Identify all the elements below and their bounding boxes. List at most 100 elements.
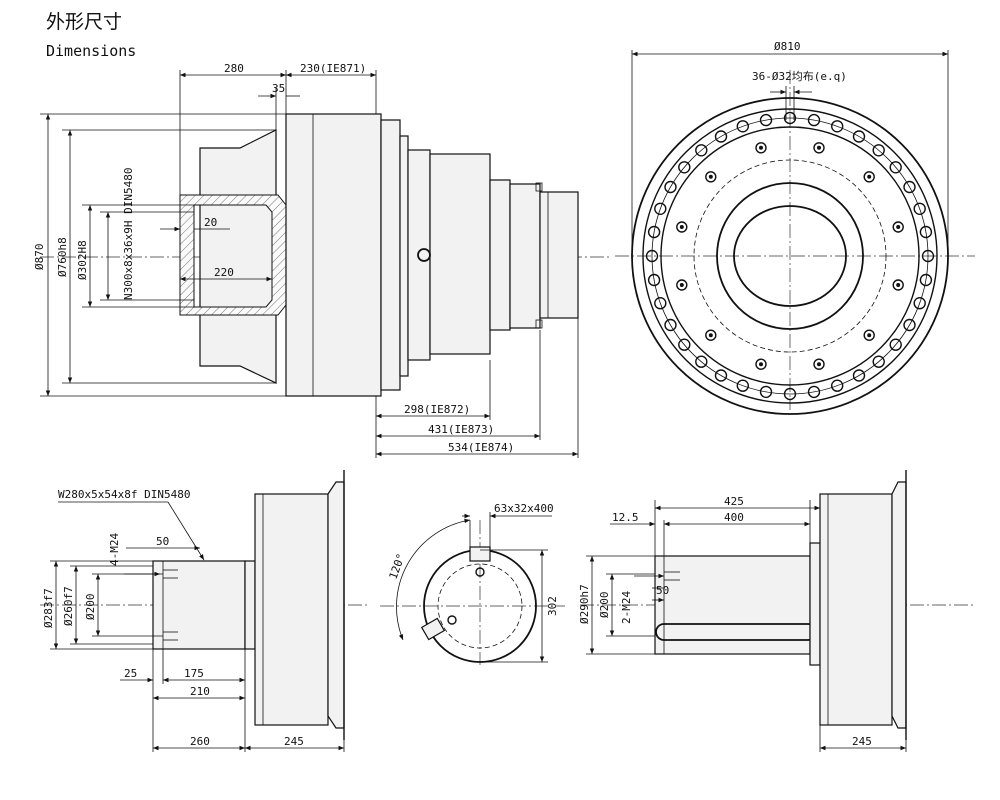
inner-bolt-hole-center	[817, 362, 821, 367]
inner-bolt-hole	[705, 171, 717, 183]
flange-bolt-hole	[807, 385, 821, 399]
inner-bolt-hole-center	[759, 145, 763, 150]
inner-bolt-hole-center	[679, 283, 684, 287]
flange-bolt-hole	[647, 273, 661, 287]
flange-bolt-hole	[807, 113, 821, 127]
inner-bolt-hole-center	[867, 174, 872, 179]
inner-bolt-hole	[676, 279, 688, 291]
dim-d260: Ø260f7	[62, 586, 75, 626]
thread-note-2m24: 2-M24	[620, 591, 633, 624]
dim-d290: Ø290h7	[578, 584, 591, 624]
flange-bolt-hole	[783, 111, 797, 125]
dim-20: 20	[204, 216, 217, 229]
hub-cone	[199, 129, 277, 384]
inner-bolt-hole	[892, 221, 904, 233]
dim-d200-spline: Ø200	[84, 594, 97, 621]
title-english: Dimensions	[46, 42, 136, 60]
bore-circle	[716, 182, 864, 330]
dim-50-keyed: 50	[656, 584, 669, 597]
inner-bolt-holes	[676, 142, 904, 370]
flange-bolt-holes	[645, 111, 935, 401]
dim-d283: Ø283f7	[42, 588, 55, 628]
inner-bolt-hole-center	[679, 225, 684, 229]
dim-d810: Ø810	[774, 40, 801, 53]
keyed-shaft	[654, 555, 811, 655]
flange-bolt-hole	[647, 225, 661, 239]
dim-230: 230(IE871)	[300, 62, 366, 75]
inner-bolt-hole-center	[817, 145, 821, 150]
side-view: 280 230(IE871) 35 Ø870 Ø760h8 Ø302H8 N30…	[33, 62, 610, 458]
spline-shaft	[152, 560, 246, 650]
outer-flange-circle	[631, 97, 949, 415]
inner-bolt-hole	[705, 329, 717, 341]
flange-bolt-hole	[872, 355, 885, 368]
inner-bolt-hole	[863, 171, 875, 183]
front-view: Ø810 36-Ø32均布(e.q)	[615, 40, 975, 415]
dim-245-spline: 245	[284, 735, 304, 748]
flange-bolt-hole	[678, 161, 691, 174]
dim-245-keyed: 245	[852, 735, 872, 748]
holes-note: 36-Ø32均布(e.q)	[752, 70, 847, 83]
dim-d870: Ø870	[33, 244, 46, 271]
spline-note-n300: N300x8x36x9H DIN5480	[122, 168, 135, 300]
inner-bolt-hole	[676, 221, 688, 233]
flange-bolt-hole	[664, 318, 677, 332]
flange-bolt-hole	[889, 161, 902, 174]
flange-bolt-hole	[831, 120, 844, 133]
inner-bolt-hole-center	[708, 333, 713, 338]
flange-bolt-hole	[654, 297, 667, 310]
flange-bolt-hole	[921, 249, 935, 263]
dim-d302: Ø302H8	[76, 240, 89, 280]
thread-note-4m24: 4-M24	[108, 533, 121, 566]
inner-bolt-hole	[755, 358, 767, 370]
dim-25: 25	[124, 667, 137, 680]
inner-bolt-hole-center	[708, 174, 713, 179]
inner-bolt-hole-center	[867, 333, 872, 338]
dim-302-section: 302	[546, 596, 559, 616]
dim-400: 400	[724, 511, 744, 524]
dim-12-5: 12.5	[612, 511, 639, 524]
inner-bolt-hole-center	[896, 283, 901, 287]
dim-35: 35	[272, 82, 285, 95]
flange-bolt-hole	[903, 180, 916, 194]
flange-bolt-hole	[695, 144, 708, 157]
flange-bolt-hole	[831, 379, 844, 392]
flange-bolt-hole	[872, 144, 885, 157]
output-flange	[254, 493, 329, 726]
flange-bolt-hole	[678, 338, 691, 351]
inner-bolt-hole	[892, 279, 904, 291]
output-cone	[327, 481, 345, 729]
flange-bolt-hole	[714, 369, 728, 382]
key-top	[469, 546, 491, 562]
inner-bolt-hole-center	[896, 225, 901, 229]
flange-bolt-hole	[919, 273, 933, 287]
dim-260: 260	[190, 735, 210, 748]
flange-bolt-hole	[852, 130, 866, 143]
keyed-shaft-view: 425 12.5 400 Ø290h7 Ø200 2-M24 50 245	[578, 470, 975, 752]
title-chinese: 外形尺寸	[46, 11, 122, 33]
spline-shaft-view: W280x5x54x8f DIN5480 4-M24 50 Ø283f7 Ø26…	[40, 470, 370, 752]
flange-bolt-hole	[852, 369, 866, 382]
flange-bolt-hole	[714, 130, 728, 143]
flange-bolt-hole	[919, 225, 933, 239]
flange-bolt-hole	[783, 387, 797, 401]
output-flange-right	[819, 493, 893, 726]
stage-2-housing	[407, 149, 431, 361]
flange-bolt-hole	[695, 355, 708, 368]
stage-3-housing	[489, 179, 511, 331]
dim-534: 534(IE874)	[448, 441, 514, 454]
flange-bolt-hole	[736, 379, 749, 392]
flange-bolt-hole	[889, 338, 902, 351]
keyed-section-view: 120° 63x32x400 302	[380, 502, 565, 665]
dim-d200-keyed: Ø200	[598, 592, 611, 619]
flange-bolt-hole	[736, 120, 749, 133]
inner-bolt-hole-center	[759, 362, 763, 367]
flange-bolt-hole	[913, 297, 926, 310]
dim-298: 298(IE872)	[404, 403, 470, 416]
inner-bolt-hole	[813, 358, 825, 370]
flange-bolt-hole	[645, 249, 659, 263]
flange-bolt-hole	[759, 113, 773, 127]
dim-280: 280	[224, 62, 244, 75]
flange-bolt-hole	[903, 318, 916, 332]
